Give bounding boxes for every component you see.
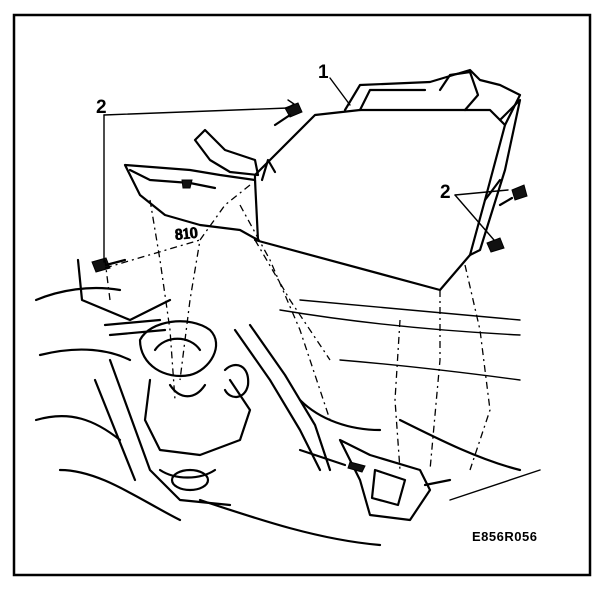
front-trim-panel bbox=[123, 128, 260, 242]
callout-fastener-right: 2 bbox=[440, 182, 451, 203]
floor-tunnel-outline bbox=[34, 258, 541, 547]
console-rails bbox=[103, 318, 332, 472]
fastener-screws bbox=[91, 102, 528, 273]
figure-code: E856R056 bbox=[472, 529, 537, 544]
callout-part-1: 1 bbox=[318, 62, 329, 83]
center-console-part bbox=[253, 68, 522, 292]
callout-fastener-left: 2 bbox=[96, 97, 107, 118]
mounting-bracket bbox=[298, 438, 452, 522]
figure-frame bbox=[12, 13, 592, 577]
installation-guide-lines bbox=[104, 184, 491, 471]
scribble-label: 810 bbox=[174, 225, 198, 243]
gear-lever-assembly bbox=[93, 320, 252, 507]
callout-leaders bbox=[103, 77, 509, 263]
